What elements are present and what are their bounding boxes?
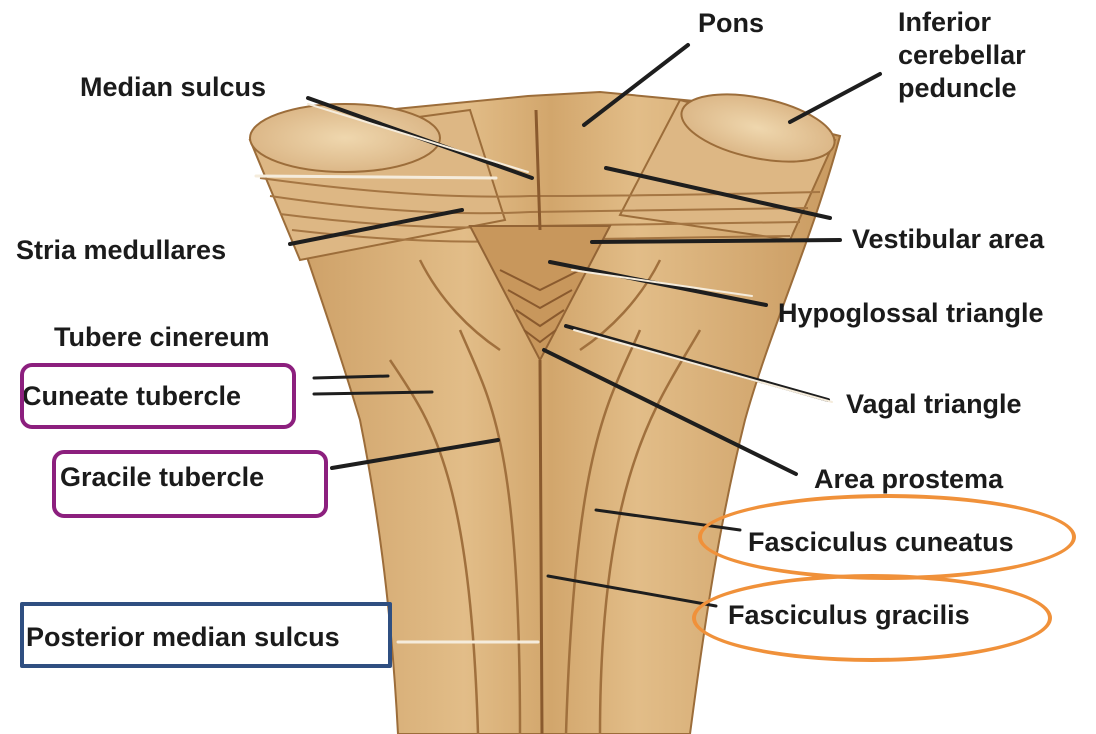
highlight-box-gracile-tubercle [52, 450, 328, 518]
label-inferior-cerebellar-peduncle: Inferior cerebellar peduncle [898, 6, 1026, 106]
label-median-sulcus: Median sulcus [80, 72, 266, 103]
label-vestibular-area: Vestibular area [852, 224, 1044, 255]
label-icp-line-1: Inferior [898, 6, 1026, 39]
label-stria-medullares: Stria medullares [16, 235, 226, 266]
label-vagal-triangle: Vagal triangle [846, 389, 1022, 420]
label-icp-line-3: peduncle [898, 72, 1026, 105]
label-icp-line-2: cerebellar [898, 39, 1026, 72]
left-peduncle-cut-surface [250, 104, 440, 172]
label-hypoglossal-triangle: Hypoglossal triangle [778, 298, 1044, 329]
highlight-box-posterior-median-sulcus [20, 602, 392, 668]
highlight-box-cuneate-tubercle [20, 363, 296, 429]
label-area-prostema: Area prostema [814, 464, 1003, 495]
label-pons: Pons [698, 8, 764, 39]
highlight-ellipse-fasciculus-gracilis [692, 574, 1052, 662]
highlight-ellipse-fasciculus-cuneatus [698, 494, 1076, 580]
label-tubere-cinereum: Tubere cinereum [54, 322, 270, 353]
